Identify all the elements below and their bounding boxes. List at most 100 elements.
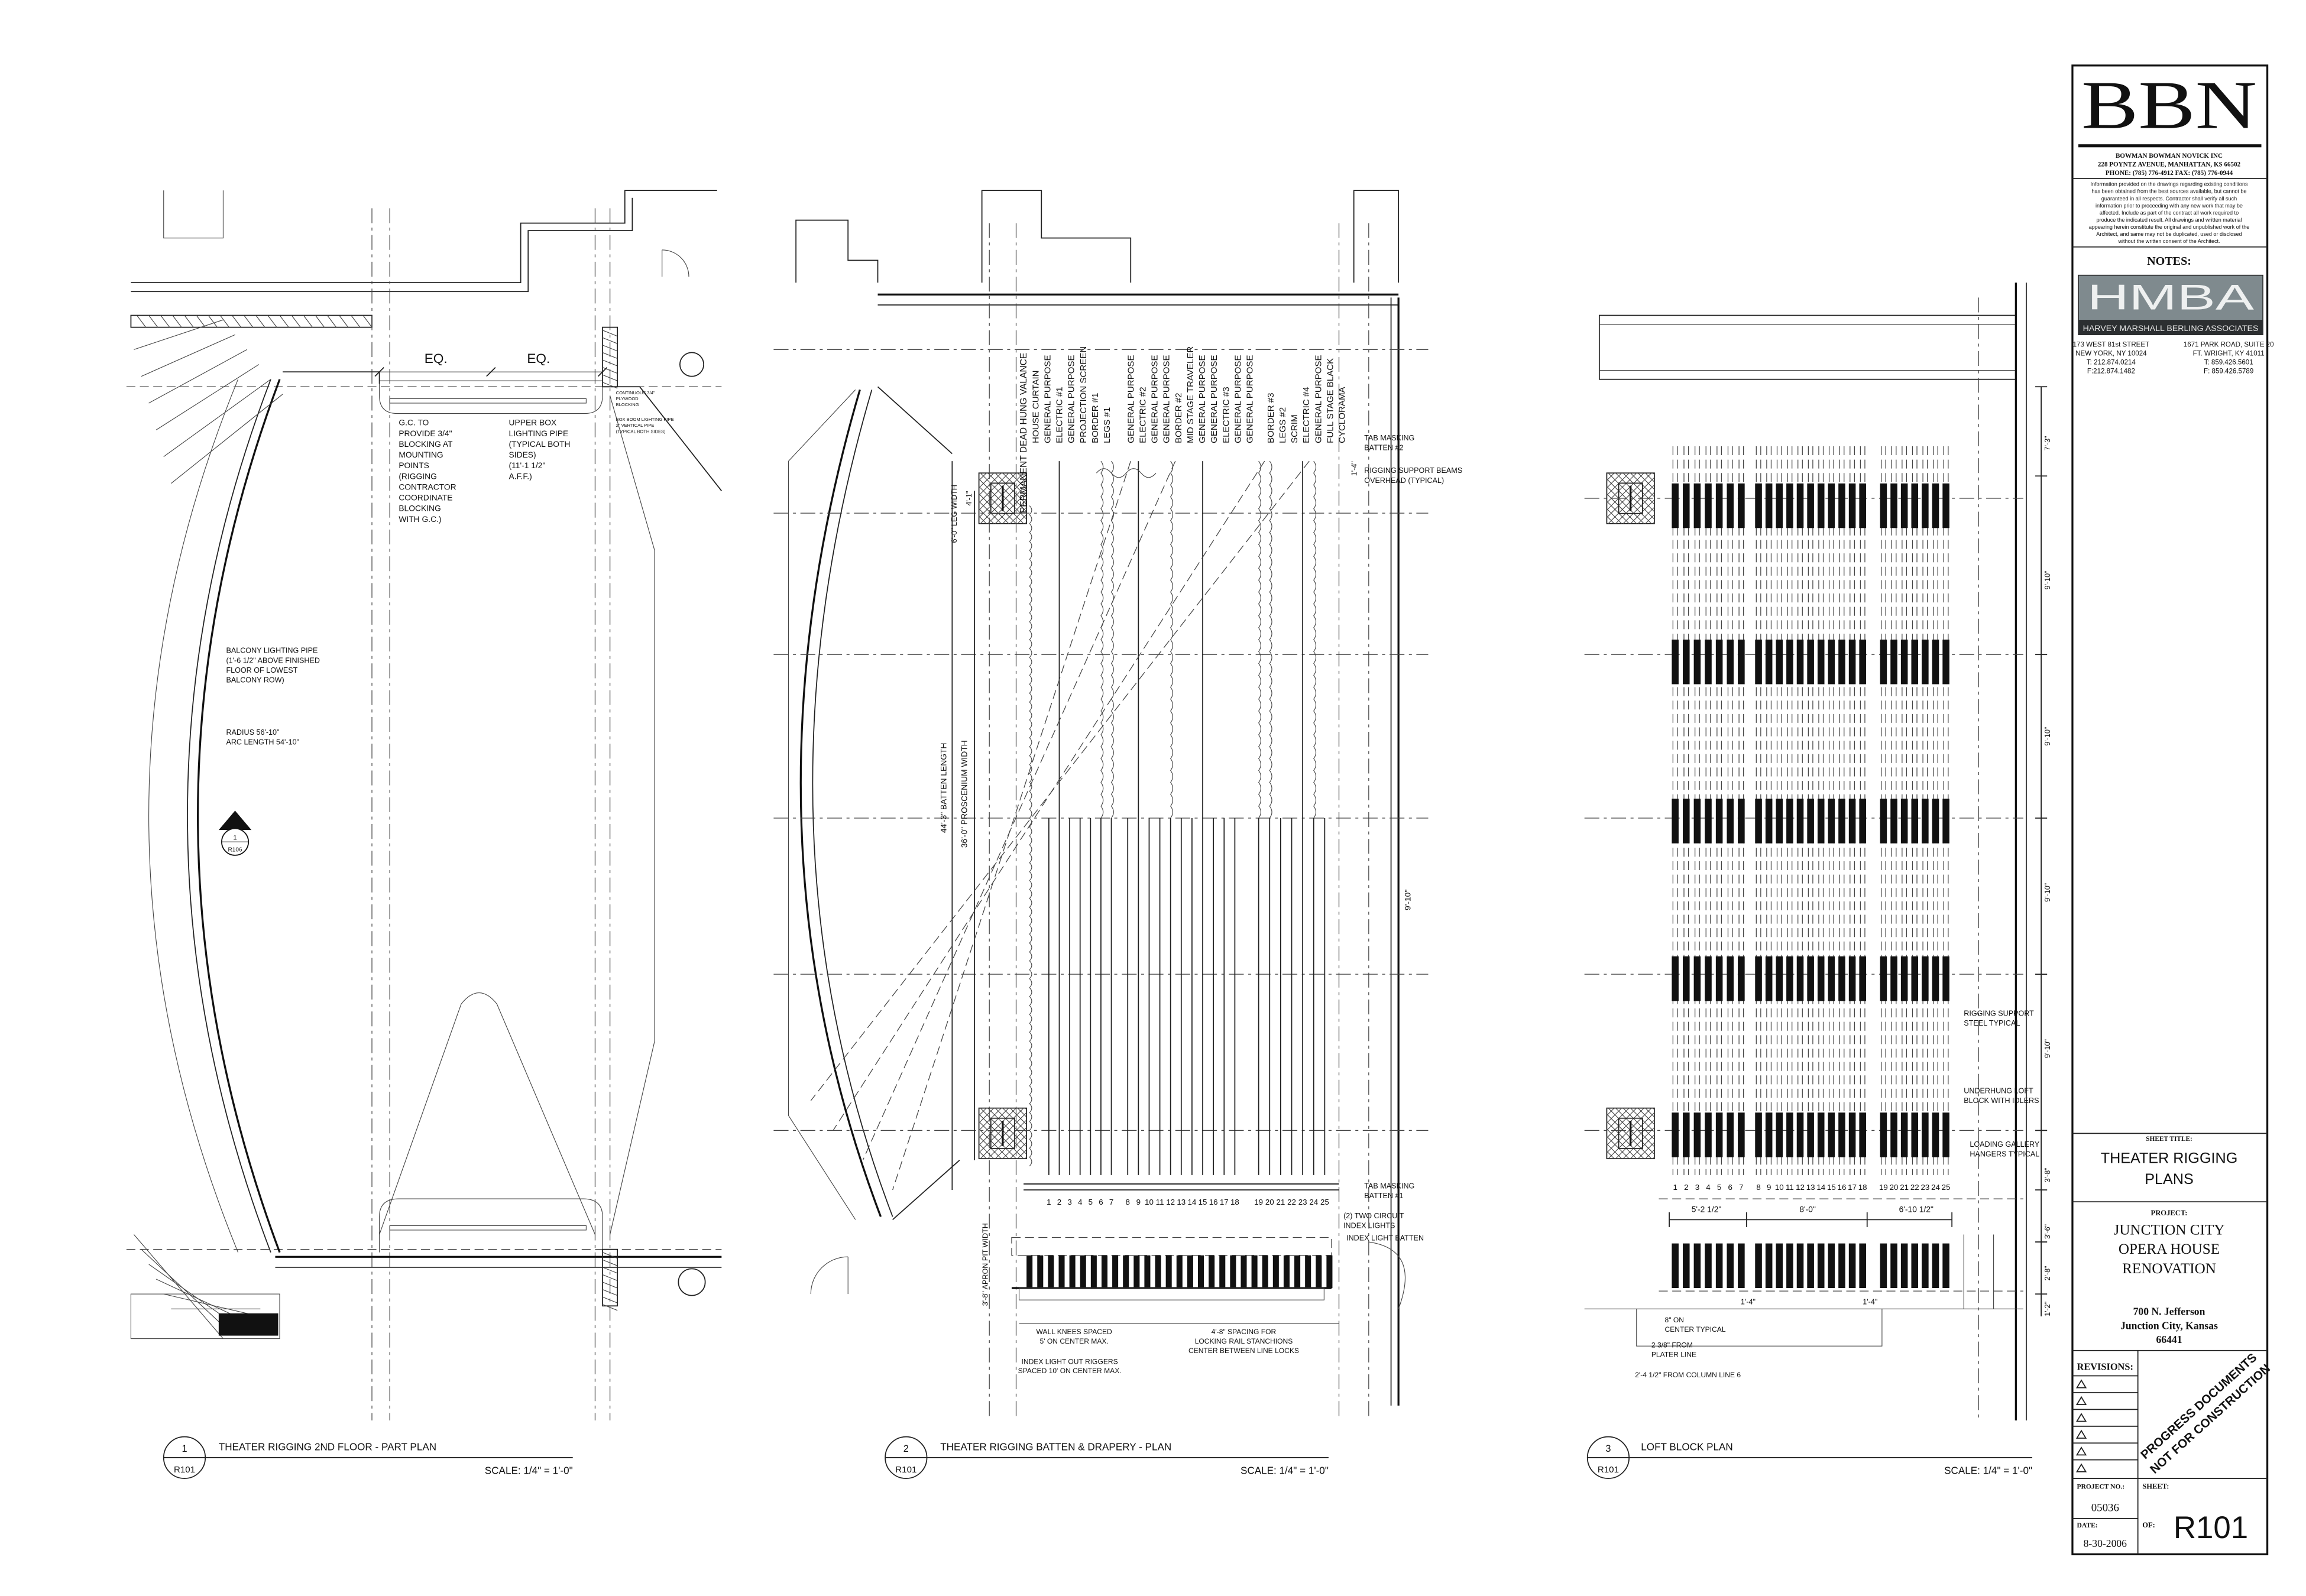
upper-box-pipe-note: UPPER BOX xyxy=(509,418,557,427)
section-marker[interactable]: 1 R106 xyxy=(218,810,252,856)
index-riggers-note: INDEX LIGHT OUT RIGGERS xyxy=(1022,1357,1118,1365)
rigging-steel-note: RIGGING SUPPORT xyxy=(1964,1010,2034,1018)
plater-line-note: PLATER LINE xyxy=(1651,1351,1696,1359)
dim-leg-offset: 4'-1" xyxy=(965,491,973,506)
plan-2-title: 2 R101 THEATER RIGGING BATTEN & DRAPERY … xyxy=(885,1436,1329,1480)
disclaimer-line: produce the indicated result. All drawin… xyxy=(2097,217,2242,223)
box-boom-pipe-note: BOX BOOM LIGHTING PIPE xyxy=(616,417,674,422)
office-ky-line: 1671 PARK ROAD, SUITE 20 xyxy=(2184,341,2274,348)
upper-box-pipe-note: (11'-1 1/2" xyxy=(509,460,546,470)
revision-triangle-icon xyxy=(2075,1413,2087,1422)
batten-label: GENERAL PURPOSE xyxy=(1209,355,1219,443)
eq-dimension-right: EQ. xyxy=(527,351,550,366)
batten-label: ELECTRIC #2 xyxy=(1138,387,1148,443)
stanchions-note: LOCKING RAIL STANCHIONS xyxy=(1195,1337,1293,1345)
loading-gallery-note: LOADING GALLERY xyxy=(1970,1140,2040,1149)
loft-block-number: 22 xyxy=(1910,1183,1919,1192)
batten-number: 9 xyxy=(1136,1198,1141,1206)
gc-blocking-note: POINTS xyxy=(399,460,429,470)
consultant-logo: HMBA HARVEY MARSHALL BERLING ASSOCIATES xyxy=(2078,274,2263,335)
svg-text:2: 2 xyxy=(903,1443,909,1454)
rigging-steel-note: STEEL TYPICAL xyxy=(1964,1019,2020,1027)
gc-blocking-note: CONTRACTOR xyxy=(399,482,456,491)
balcony-pipe-note: FLOOR OF LOWEST xyxy=(226,666,297,674)
consultant-name: HARVEY MARSHALL BERLING ASSOCIATES xyxy=(2083,323,2259,333)
spacing-8in-note: CENTER TYPICAL xyxy=(1665,1325,1726,1334)
batten-number: 13 xyxy=(1177,1198,1186,1206)
batten-label: FULL STAGE BLACK xyxy=(1325,358,1335,443)
firm-address: 228 POYNTZ AVENUE, MANHATTAN, KS 66502 xyxy=(2098,161,2241,168)
sheet-title-line-2: PLANS xyxy=(2145,1171,2194,1188)
valance-label: PERMANENT DEAD HUNG VALANCE xyxy=(1019,353,1029,514)
date-value: 8-30-2006 xyxy=(2084,1537,2127,1549)
loft-block-number: 1 xyxy=(1673,1183,1677,1192)
plywood-blocking-note: BLOCKING xyxy=(616,402,639,407)
batten-label: ELECTRIC #3 xyxy=(1221,387,1231,443)
firm-phone-fax: PHONE: (785) 776-4912 FAX: (785) 776-094… xyxy=(2106,170,2233,177)
project-no-label: PROJECT NO.: xyxy=(2077,1483,2125,1491)
loft-block-number: 10 xyxy=(1775,1183,1784,1192)
balcony-pipe-note: (1'-6 1/2" ABOVE FINISHED xyxy=(226,656,320,664)
upper-box-pipe-note: SIDES) xyxy=(509,450,536,459)
upper-box-pipe-note: A.F.F.) xyxy=(509,471,532,481)
stanchions-note: 4'-8" SPACING FOR xyxy=(1212,1328,1277,1336)
batten-number: 16 xyxy=(1209,1198,1218,1206)
group-dim-1: 5'-2 1/2" xyxy=(1692,1205,1722,1214)
wall-knees-note: 5' ON CENTER MAX. xyxy=(1040,1337,1109,1345)
batten-label: HOUSE CURTAIN xyxy=(1031,370,1041,443)
project-address-line-2: Junction City, Kansas xyxy=(2120,1319,2218,1331)
loft-block-number: 6 xyxy=(1728,1183,1732,1192)
plan-3-title-text: LOFT BLOCK PLAN xyxy=(1641,1441,1732,1452)
office-ky-line: T: 859.426.5601 xyxy=(2204,359,2253,366)
sheet-label: SHEET: xyxy=(2142,1483,2169,1491)
svg-text:PROGRESS DOCUMENTS: PROGRESS DOCUMENTS xyxy=(2138,1351,2259,1462)
svg-text:R101: R101 xyxy=(1598,1465,1619,1475)
eq-dimension-left: EQ. xyxy=(425,351,448,366)
disclaimer-line: Information provided on the drawings reg… xyxy=(2090,181,2248,187)
title-block: BBN BOWMAN BOWMAN NOVICK INC 228 POYNTZ … xyxy=(2071,64,2274,1556)
batten-number: 24 xyxy=(1309,1198,1318,1206)
upper-box-pipe-note: LIGHTING PIPE xyxy=(509,429,569,438)
disclaimer-line: without the written consent of the Archi… xyxy=(2118,238,2220,244)
office-ky-line: F: 859.426.5789 xyxy=(2204,368,2253,375)
dim-bay: 9'-10" xyxy=(1403,890,1412,910)
spacing-8in-note: 8" ON xyxy=(1665,1316,1684,1324)
plywood-blocking-note: PLYWOOD xyxy=(616,396,639,401)
radius-note: RADIUS 56'-10" xyxy=(226,728,279,737)
group-dim-3: 6'-10 1/2" xyxy=(1899,1205,1933,1214)
batten-number: 1 xyxy=(1047,1198,1051,1206)
rigging-beams-note: OVERHEAD (TYPICAL) xyxy=(1364,476,1444,485)
batten-number: 2 xyxy=(1057,1198,1061,1206)
stage-column xyxy=(1606,1107,1655,1160)
loft-block-number: 23 xyxy=(1920,1183,1929,1192)
plan-2-title-text: THEATER RIGGING BATTEN & DRAPERY - PLAN xyxy=(940,1441,1171,1452)
batten-number: 11 xyxy=(1156,1198,1164,1206)
stage-column xyxy=(978,1107,1028,1160)
firm-name: BOWMAN BOWMAN NOVICK INC xyxy=(2116,153,2223,160)
loft-block-number: 25 xyxy=(1942,1183,1951,1192)
dim-proscenium: 36'-0" PROSCENIUM WIDTH xyxy=(959,740,969,848)
batten-number: 5 xyxy=(1089,1198,1093,1206)
office-ny-line: 173 WEST 81st STREET xyxy=(2073,341,2150,348)
loft-block-number: 11 xyxy=(1786,1183,1794,1192)
underhung-loft-block-note: BLOCK WITH IDLERS xyxy=(1964,1097,2039,1105)
plan-1-title-text: THEATER RIGGING 2ND FLOOR - PART PLAN xyxy=(219,1441,436,1452)
loft-block-number: 4 xyxy=(1706,1183,1711,1192)
project-no: 05036 xyxy=(2091,1501,2119,1514)
project-address-line-1: 700 N. Jefferson xyxy=(2133,1305,2205,1317)
vertical-dimension: 9'-10" xyxy=(2043,1039,2052,1058)
disclaimer-line: affected. Include as part of the contrac… xyxy=(2100,210,2239,216)
vertical-dimension: 7'-3" xyxy=(2043,436,2052,450)
box-boom-pipe-note: 2" VERTICAL PIPE xyxy=(616,423,655,428)
batten-number: 17 xyxy=(1220,1198,1229,1206)
loft-block-number: 8 xyxy=(1756,1183,1760,1192)
plater-line-note: 2 3/8" FROM xyxy=(1651,1341,1693,1350)
loft-block-number: 15 xyxy=(1827,1183,1836,1192)
progress-stamp: PROGRESS DOCUMENTS NOT FOR CONSTRUCTION xyxy=(2138,1351,2273,1477)
tab-masking-batten-1-note: BATTEN #1 xyxy=(1364,1192,1403,1200)
index-riggers-note: SPACED 10' ON CENTER MAX. xyxy=(1018,1367,1122,1375)
revision-triangle-icon xyxy=(2075,1463,2087,1472)
batten-number: 23 xyxy=(1298,1198,1307,1206)
